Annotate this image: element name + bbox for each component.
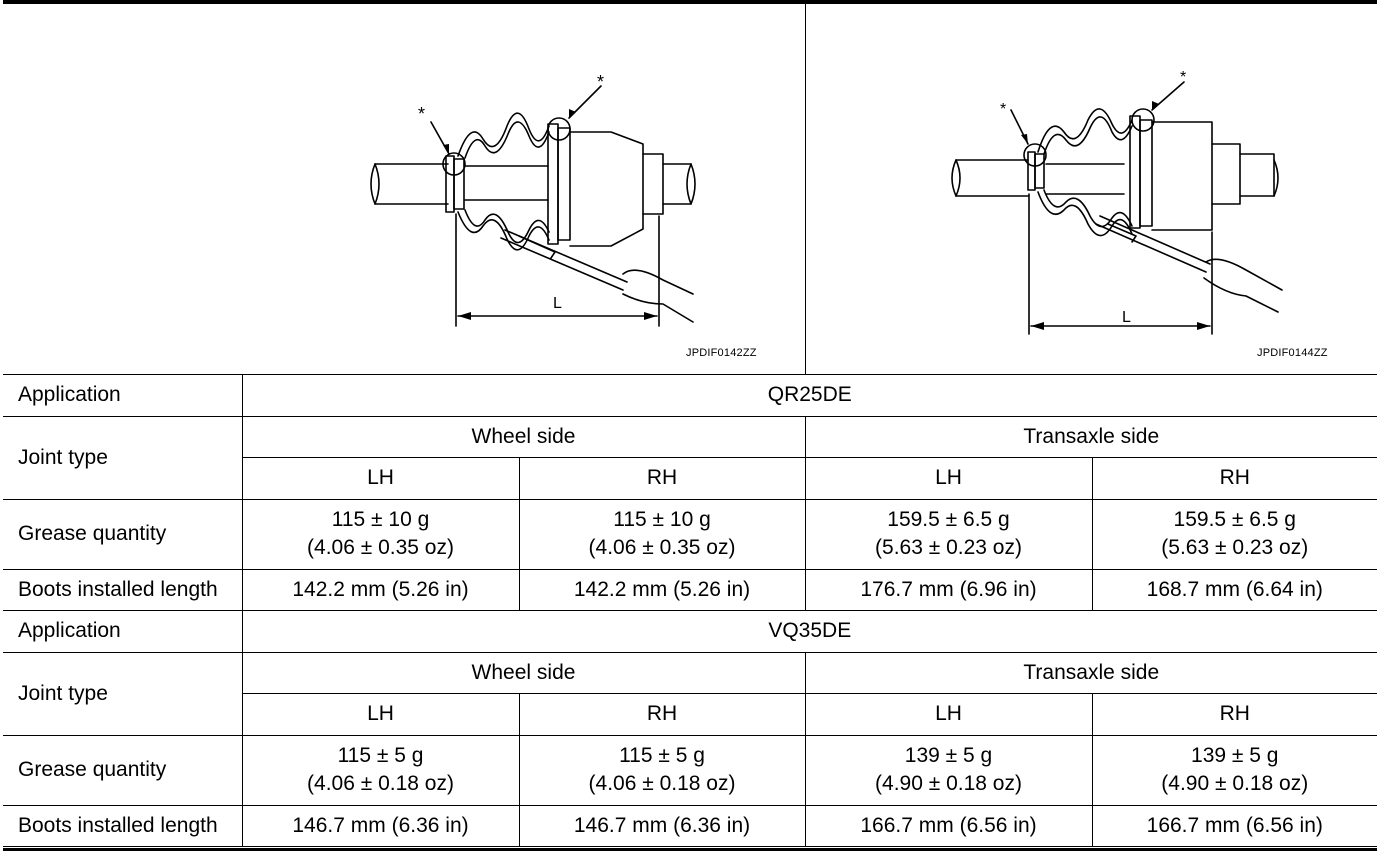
top-rule <box>3 0 1377 4</box>
marker-asterisk: * <box>418 104 425 124</box>
table-row: Joint type Wheel side Transaxle side <box>3 651 1378 736</box>
table-row: Joint type Wheel side Transaxle side <box>3 415 1378 500</box>
boots-length-cell: 142.2 mm (5.26 in) <box>242 568 520 611</box>
figure-row: * * L JPDIF0142ZZ <box>3 4 1377 374</box>
grease-quantity-label: Grease quantity <box>3 498 243 570</box>
dimension-label: L <box>1122 309 1131 326</box>
application-value: VQ35DE <box>242 610 1378 653</box>
grease-cell: 115 ± 5 g(4.06 ± 0.18 oz) <box>519 734 806 806</box>
wheel-side-header: Wheel side <box>242 651 806 694</box>
marker-asterisk: * <box>1180 69 1186 86</box>
bottom-rule <box>3 848 1377 851</box>
grease-cell: 159.5 ± 6.5 g(5.63 ± 0.23 oz) <box>1092 498 1378 570</box>
grease-cell: 115 ± 10 g(4.06 ± 0.35 oz) <box>519 498 806 570</box>
boots-length-cell: 166.7 mm (6.56 in) <box>805 804 1093 847</box>
application-label: Application <box>3 374 243 417</box>
boots-length-cell: 146.7 mm (6.36 in) <box>519 804 806 847</box>
boots-length-cell: 176.7 mm (6.96 in) <box>805 568 1093 611</box>
figure-code: JPDIF0144ZZ <box>1257 347 1328 359</box>
figure-code: JPDIF0142ZZ <box>686 347 757 359</box>
table-row: Grease quantity 115 ± 5 g(4.06 ± 0.18 oz… <box>3 734 1378 806</box>
wheel-side-header: Wheel side <box>242 415 806 458</box>
rh-header: RH <box>519 693 806 736</box>
marker-asterisk: * <box>1000 101 1006 118</box>
application-value: QR25DE <box>242 374 1378 417</box>
boot-spec-table: Application QR25DE Joint type Wheel side… <box>3 374 1378 847</box>
table-row: Boots installed length 146.7 mm (6.36 in… <box>3 804 1378 847</box>
application-label: Application <box>3 610 243 653</box>
boots-length-cell: 166.7 mm (6.56 in) <box>1092 804 1378 847</box>
boots-length-cell: 168.7 mm (6.64 in) <box>1092 568 1378 611</box>
transaxle-side-header: Transaxle side <box>805 415 1378 458</box>
boot-illustration-transaxle-side: * * L <box>951 69 1283 335</box>
figure-transaxle-side: * * L JPDIF0144ZZ <box>805 4 1378 374</box>
rh-header: RH <box>1092 693 1378 736</box>
joint-type-label: Joint type <box>3 651 243 736</box>
grease-cell: 139 ± 5 g(4.90 ± 0.18 oz) <box>805 734 1093 806</box>
dimension-label: L <box>553 295 562 312</box>
joint-type-label: Joint type <box>3 415 243 500</box>
marker-asterisk: * <box>597 72 604 92</box>
figure-wheel-side: * * L JPDIF0142ZZ <box>3 4 805 374</box>
document-page: * * L JPDIF0142ZZ <box>3 0 1378 852</box>
grease-cell: 139 ± 5 g(4.90 ± 0.18 oz) <box>1092 734 1378 806</box>
lh-header: LH <box>242 693 520 736</box>
grease-cell: 115 ± 10 g(4.06 ± 0.35 oz) <box>242 498 520 570</box>
grease-cell: 159.5 ± 6.5 g(5.63 ± 0.23 oz) <box>805 498 1093 570</box>
table-row: Boots installed length 142.2 mm (5.26 in… <box>3 568 1378 611</box>
boot-illustration-wheel-side: * * L <box>370 72 696 327</box>
table-row: Grease quantity 115 ± 10 g(4.06 ± 0.35 o… <box>3 498 1378 570</box>
boots-length-label: Boots installed length <box>3 568 243 611</box>
boots-length-label: Boots installed length <box>3 804 243 847</box>
transaxle-side-header: Transaxle side <box>805 651 1378 694</box>
rh-header: RH <box>519 457 806 500</box>
table-row: Application VQ35DE <box>3 610 1378 653</box>
boots-length-cell: 142.2 mm (5.26 in) <box>519 568 806 611</box>
table-row: Application QR25DE <box>3 374 1378 417</box>
lh-header: LH <box>805 457 1093 500</box>
lh-header: LH <box>242 457 520 500</box>
rh-header: RH <box>1092 457 1378 500</box>
lh-header: LH <box>805 693 1093 736</box>
boots-length-cell: 146.7 mm (6.36 in) <box>242 804 520 847</box>
grease-quantity-label: Grease quantity <box>3 734 243 806</box>
grease-cell: 115 ± 5 g(4.06 ± 0.18 oz) <box>242 734 520 806</box>
